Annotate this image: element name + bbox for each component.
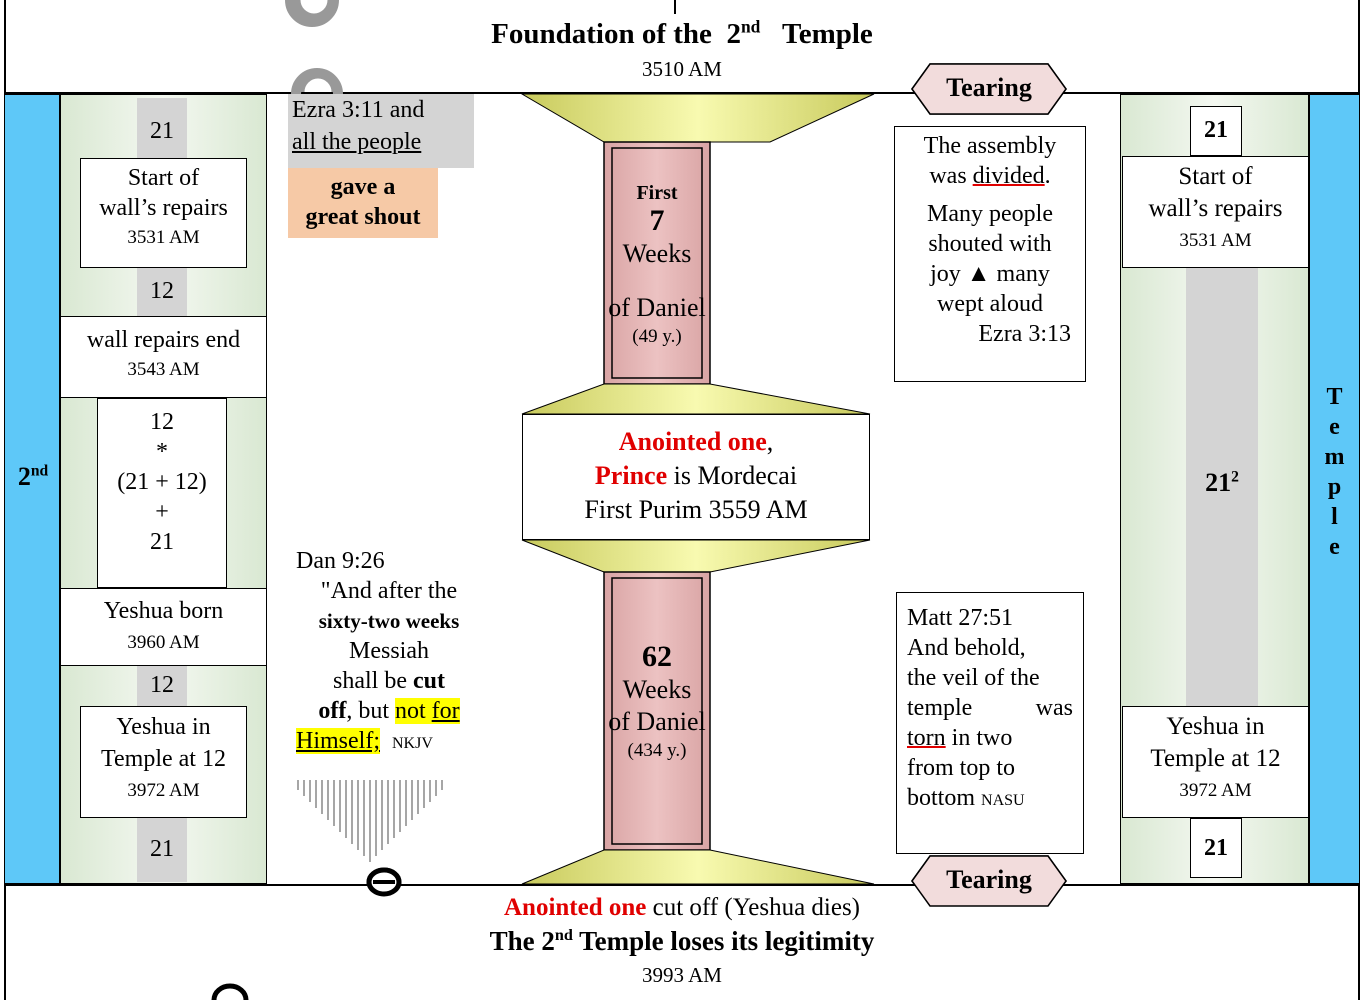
left-num-12-b: 12 [137,666,187,706]
great-shout-box: gave a great shout [288,168,438,238]
right-num-21-top: 21 [1190,106,1242,156]
tearing-bottom-text: Tearing [946,865,1032,894]
second-weeks-text: 62 Weeks of Daniel (434 y.) [608,640,706,761]
left-yeshua-born: Yeshua born 3960 AM [60,588,267,666]
top-funnel [520,93,875,143]
bottom-ring-icon [211,983,249,1000]
right-num-21-bottom: 21 [1190,818,1242,878]
bottom-banner-line1: Anointed one cut off (Yeshua dies) [503,894,861,921]
second-weeks-column [603,571,711,851]
assembly-divided-note: The assembly was divided. Many people sh… [894,126,1086,382]
left-start-repairs: Start of wall’s repairs 3531 AM [80,158,247,268]
top-divider-line [674,0,676,14]
left-num-12-a: 12 [137,268,187,316]
tearing-top-text: Tearing [946,73,1032,102]
bottom-banner: Anointed one cut off (Yeshua dies) The 2… [4,884,1360,1000]
left-side-label: 2nd [17,462,49,491]
first-weeks-sub: of Daniel (49 y.) [608,293,706,347]
right-side-bar [1309,94,1360,884]
left-yeshua-temple: Yeshua in Temple at 12 3972 AM [80,706,247,818]
right-yeshua-temple: Yeshua in Temple at 12 3972 AM [1122,706,1309,818]
matt-veil-note: Matt 27:51 And behold, the veil of the t… [896,592,1084,854]
anointed-prince-box: Anointed one, Prince is Mordecai First P… [522,414,870,540]
first-weeks-column [603,141,711,385]
top-banner: Foundation of the 2nd Temple 3510 AM [4,0,1360,94]
left-formula: 12 * (21 + 12) + 21 [97,398,227,588]
left-num-21-bottom: 21 [137,818,187,882]
left-num-21-top: 21 [137,98,187,158]
top-banner-year: 3510 AM [642,57,722,81]
dan-note: Dan 9:26 "And after the sixty-two weeks … [296,548,460,754]
right-start-repairs: Start of wall’s repairs 3531 AM [1122,156,1309,268]
top-banner-title: Foundation of the 2nd Temple [491,16,873,50]
bottom-banner-line2: The 2nd Temple loses its legitimity [489,926,875,956]
lower-middle-funnel [521,539,871,573]
upper-middle-funnel [521,383,871,415]
right-square-bar [1186,268,1258,706]
bottom-funnel [521,849,875,885]
bottom-banner-year: 3993 AM [642,963,722,987]
ezra-note: Ezra 3:11 and all the people [288,94,474,168]
right-square-label: 212 [1205,468,1239,497]
first-weeks-text: First 7 Weeks [622,182,692,268]
striped-triangle [297,780,443,862]
left-repairs-end: wall repairs end 3543 AM [60,316,267,398]
left-side-bar [4,94,60,884]
